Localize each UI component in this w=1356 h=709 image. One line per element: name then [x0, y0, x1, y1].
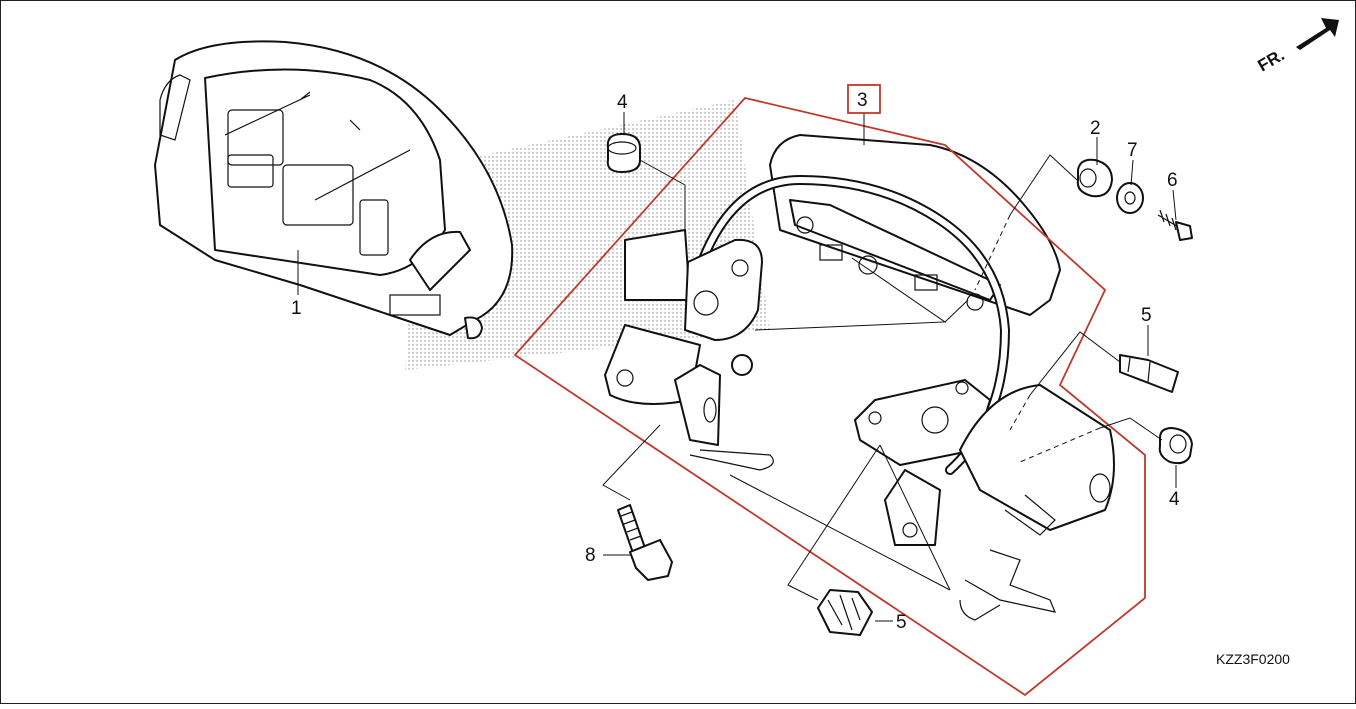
callout-box-3	[847, 84, 881, 114]
callout-clip-right: 5	[1141, 305, 1152, 326]
meter-assembly	[154, 40, 514, 340]
diagram-code: KZZ3F0200	[1216, 651, 1290, 667]
callout-collar: 7	[1127, 140, 1138, 161]
rubber-mount-right	[1076, 158, 1113, 198]
collar	[1116, 182, 1144, 214]
flange-bolt	[617, 504, 673, 581]
callout-stay-assembly: 3	[857, 90, 868, 111]
assembly-outline	[513, 97, 1146, 697]
callout-rubber-mount-bottom: 4	[1169, 489, 1180, 510]
front-arrow-icon	[1296, 18, 1339, 50]
callout-rubber-mount-top: 4	[617, 92, 628, 113]
leader-lines	[602, 112, 1177, 622]
callout-bolt: 8	[585, 545, 596, 566]
clip-right	[1119, 354, 1179, 393]
callout-screw: 6	[1167, 170, 1178, 191]
fr-label: FR.	[1255, 45, 1288, 75]
callout-clip-bottom: 5	[896, 612, 907, 633]
callout-meter: 1	[291, 298, 302, 319]
callout-rubber-mount-right: 2	[1090, 118, 1101, 139]
meter-stay-assembly	[604, 134, 1115, 621]
screw	[1157, 209, 1193, 241]
clip-bottom	[817, 589, 873, 636]
rubber-mount-top	[606, 133, 641, 173]
rubber-mount-bottom	[1158, 427, 1193, 465]
front-direction-indicator: FR.	[1255, 18, 1339, 75]
